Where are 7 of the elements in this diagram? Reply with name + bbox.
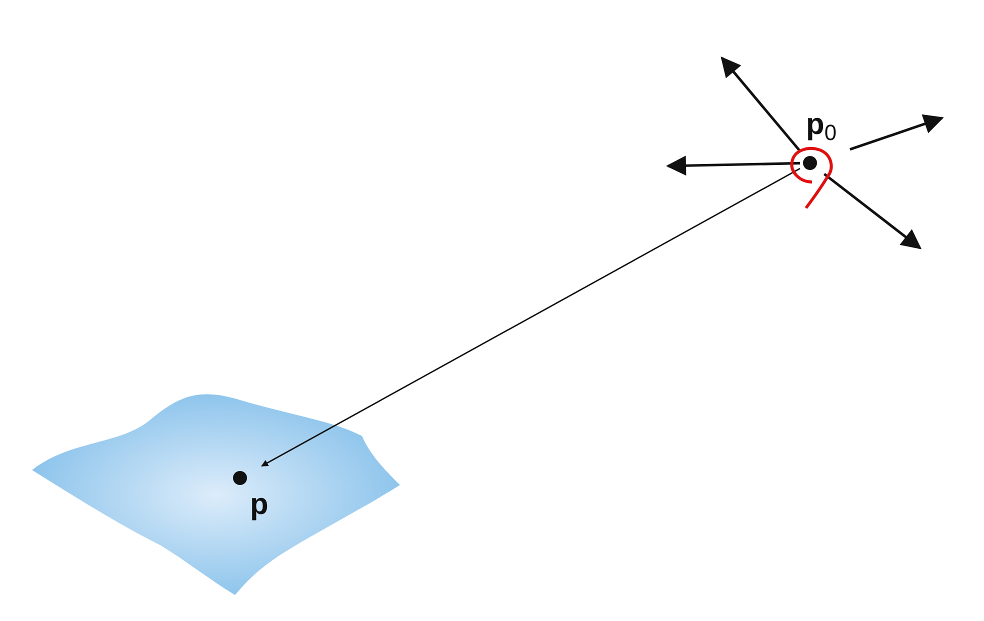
arrow [823, 172, 922, 250]
arrow [666, 156, 800, 176]
arrow [850, 114, 944, 151]
arrow [261, 168, 800, 467]
point-label: p [250, 490, 268, 520]
arrow [720, 56, 801, 152]
point-label: p$_{0}$ [806, 110, 837, 147]
